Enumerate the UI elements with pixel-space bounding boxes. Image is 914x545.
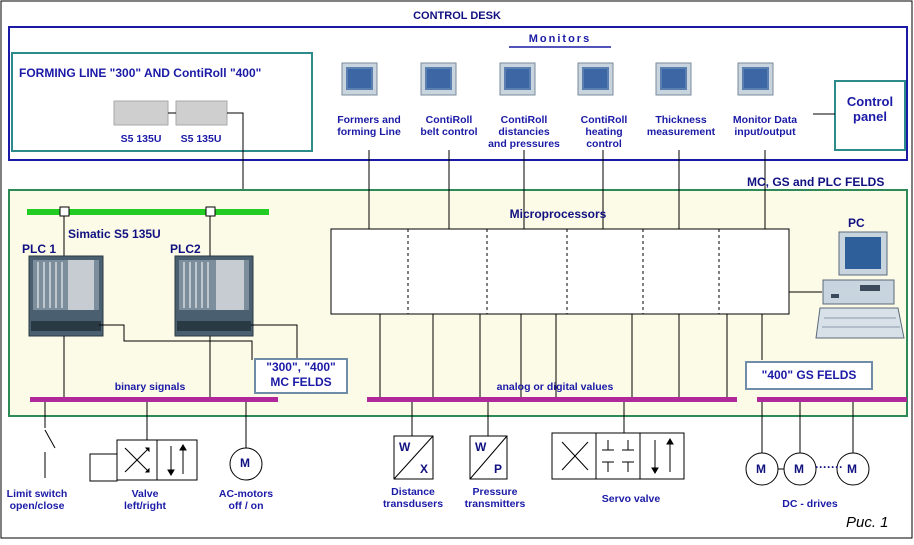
microprocessors-label: Microprocessors <box>509 207 607 221</box>
monitor-icons <box>341 62 774 96</box>
distance-transducer-symbol <box>393 435 434 480</box>
analog-values-label: analog or digital values <box>496 381 614 393</box>
binary-signals-label: binary signals <box>114 381 186 393</box>
plc2-label: PLC2 <box>170 242 201 256</box>
plc-s5-a <box>113 100 169 126</box>
monitors-title: Monitors <box>528 33 592 45</box>
plc-b-label: S5 135U <box>180 133 222 145</box>
control-panel-box <box>834 80 906 151</box>
plc1-label: PLC 1 <box>22 242 57 256</box>
dc-drives-label: DC - drives <box>782 498 838 510</box>
binary-bus <box>30 397 278 402</box>
mc-felds-box: "300", "400"MC FELDS <box>254 358 348 394</box>
ac-motor-symbol-letter: M <box>240 456 250 470</box>
dc-drive-dots: ······· <box>815 460 843 474</box>
distance-w: W <box>399 440 411 454</box>
pressure-w: W <box>475 440 487 454</box>
plc2-rack <box>174 255 254 337</box>
pc-icon <box>815 231 905 339</box>
dc-motor-1-letter: M <box>756 462 766 476</box>
dc-motor-2-letter: M <box>794 462 804 476</box>
control-desk-title: CONTROL DESK <box>413 10 501 22</box>
dc-motor-3-letter: M <box>847 462 857 476</box>
figure-caption: Рис. 1 <box>846 514 889 531</box>
pc-label: PC <box>848 216 865 230</box>
plc1-rack <box>28 255 104 337</box>
microprocessor-rack <box>330 228 790 315</box>
dc-drive-symbols <box>745 452 870 486</box>
plc-s5-b <box>175 100 228 126</box>
field-area-title: MC, GS and PLC FELDS <box>747 175 885 189</box>
servo-valve-label: Servo valve <box>601 493 661 505</box>
ac-motor-symbol <box>229 447 263 481</box>
pressure-p: P <box>494 462 503 476</box>
valve-symbol <box>89 439 198 482</box>
plc-a-label: S5 135U <box>120 133 162 145</box>
forming-line-title: FORMING LINE "300" AND ContiRoll "400" <box>19 66 262 80</box>
servo-valve-symbol <box>551 432 685 480</box>
distance-x: X <box>420 462 429 476</box>
analog-bus <box>367 397 737 402</box>
gs-felds-box: "400" GS FELDS <box>745 361 873 390</box>
simatic-label: Simatic S5 135U <box>68 227 161 241</box>
pressure-transmitter-symbol <box>469 435 508 480</box>
green-bus <box>27 209 269 215</box>
gs-bus <box>757 397 907 402</box>
